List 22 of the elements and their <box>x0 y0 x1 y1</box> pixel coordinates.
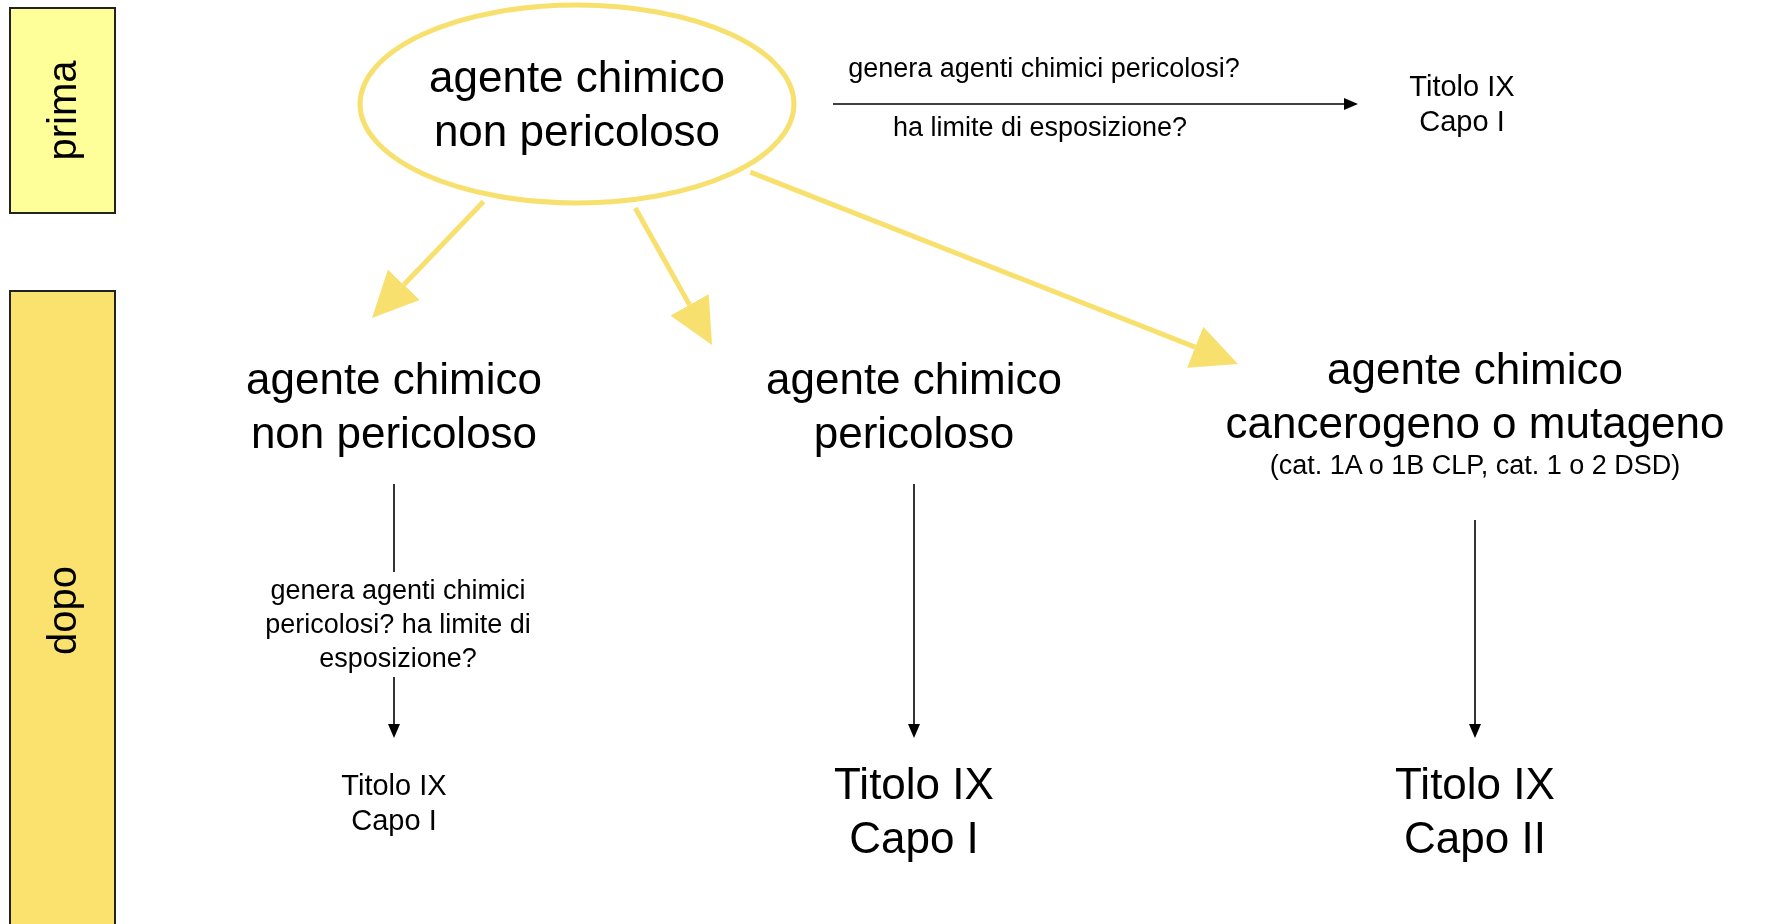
node-label: agente chimico non pericoloso <box>428 51 726 157</box>
node-label: Titolo IX Capo I <box>340 767 448 838</box>
node-label: agente chimico pericoloso <box>765 353 1063 459</box>
arrow <box>908 483 920 738</box>
node-label: Titolo IX Capo II <box>1394 758 1556 864</box>
node-note: (cat. 1A o 1B CLP, cat. 1 o 2 DSD) <box>1269 449 1681 483</box>
edge-label: genera agenti chimici pericolosi? <box>847 52 1241 85</box>
node-label: Titolo IX Capo I <box>1408 68 1516 139</box>
arrow <box>749 169 1238 368</box>
node-label: agente chimico non pericoloso <box>245 353 543 459</box>
question-label: ha limite di esposizione? <box>891 112 1189 143</box>
phase-band <box>9 290 116 924</box>
node-label: agente chimico cancerogeno o mutageno <box>1224 342 1726 449</box>
arrow <box>633 206 712 345</box>
arrow <box>1469 519 1481 738</box>
phase-band <box>9 7 116 214</box>
phase-label: dopo <box>40 565 85 655</box>
node-label: Titolo IX Capo I <box>833 758 995 864</box>
arrow <box>832 98 1358 110</box>
phase-label: prima <box>40 60 85 161</box>
arrow <box>372 199 486 318</box>
ellipse-node <box>357 2 797 206</box>
